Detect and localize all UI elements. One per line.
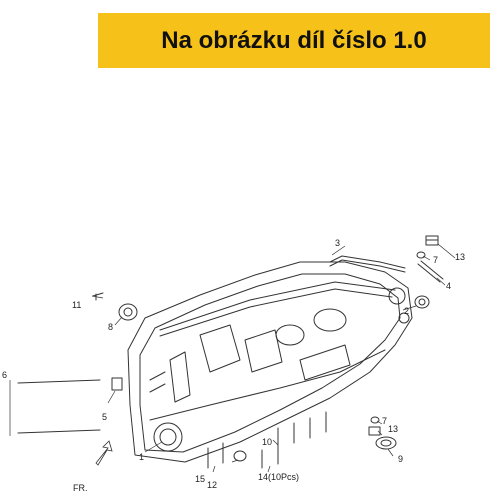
label-part-7-top: 7: [433, 255, 438, 265]
label-part-9: 9: [398, 454, 403, 464]
label-part-15: 15: [195, 474, 205, 484]
part-4-stud: [417, 263, 441, 283]
part-10-bolts: [277, 411, 327, 449]
label-part-10: 10: [262, 437, 272, 447]
part-7-washer-top: [416, 251, 426, 259]
part-banner: Na obrázku díl číslo 1.0: [98, 13, 490, 68]
part-2-bushing: [414, 295, 430, 309]
label-part-4: 4: [446, 281, 451, 291]
label-part-7-bottom: 7: [382, 416, 387, 426]
part-8-bearing: [118, 303, 138, 321]
leader-lines: [9, 243, 456, 473]
part-6-stud-a: [17, 379, 101, 384]
label-part-5: 5: [102, 412, 107, 422]
label-part-11: 11: [72, 300, 81, 310]
part-9-seal: [375, 436, 397, 450]
label-part-14: 14(10Pcs): [258, 472, 299, 482]
crank-bore: [153, 422, 183, 452]
label-part-2: 2: [404, 306, 409, 316]
label-part-6: 6: [2, 370, 7, 380]
part-12-plug: [233, 450, 247, 462]
part-3-hose: [329, 255, 406, 269]
part-labels: 1 2 3 4 5 6 7 7 8 9 10 11 12 13 13 14(10…: [2, 238, 465, 490]
part-13-cap-bottom: [368, 426, 381, 436]
part-14-bolts: [261, 445, 279, 469]
part-banner-text: Na obrázku díl číslo 1.0: [161, 27, 427, 54]
label-part-13-bottom: 13: [388, 424, 398, 434]
label-part-8: 8: [108, 322, 113, 332]
front-label: FR.: [73, 483, 88, 493]
part-5-sensor: [111, 377, 123, 391]
crankcase-outline: [127, 261, 413, 463]
crankcase-inner-edge: [139, 273, 401, 453]
label-part-3: 3: [335, 238, 340, 248]
part-15-bolts: [207, 442, 224, 469]
label-part-1: 1: [139, 452, 144, 462]
part-6-stud-b: [17, 429, 101, 434]
part-7-washer-bottom: [370, 416, 380, 424]
front-direction-arrow: FR.: [73, 440, 113, 493]
label-part-13-top: 13: [455, 252, 465, 262]
label-part-12: 12: [207, 480, 217, 490]
